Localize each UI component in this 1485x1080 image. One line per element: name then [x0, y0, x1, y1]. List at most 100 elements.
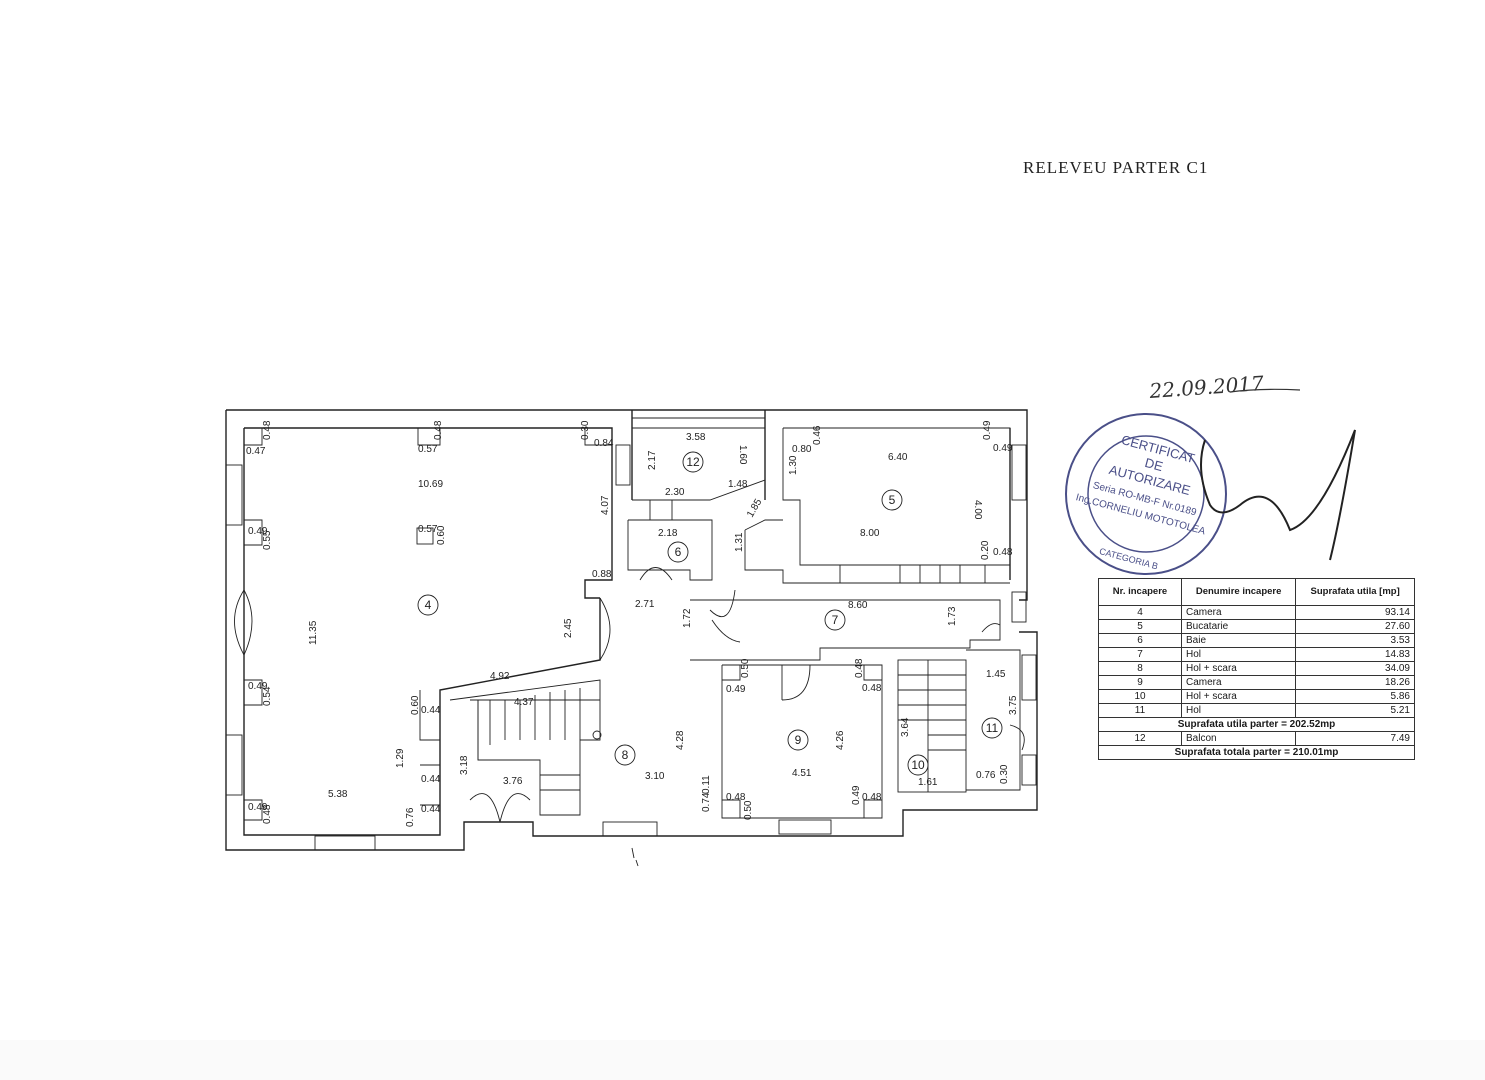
- dim-label: 5.38: [328, 789, 348, 800]
- room-4: [225, 427, 612, 851]
- plan-title: RELEVEU PARTER C1: [1023, 158, 1209, 177]
- dim-label: 0.57: [418, 444, 438, 455]
- dim-label: 3.18: [459, 755, 470, 775]
- dim-label: 0.20: [980, 540, 991, 560]
- dim-label: 0.60: [410, 695, 421, 715]
- room-labels: 12 5 6 4 7 8 9 10 11: [417, 451, 1003, 776]
- dim-label: 1.60: [737, 445, 748, 465]
- dim-label: 0.48: [262, 420, 273, 440]
- dim-label: 0.30: [580, 420, 591, 440]
- room-6-label: 6: [675, 545, 682, 559]
- handwritten-date: 22.09.2017: [1148, 371, 1265, 403]
- room-4-label: 4: [425, 598, 432, 612]
- dim-label: 0.60: [436, 525, 447, 545]
- subtotal-row: Suprafata utila parter = 202.52mp: [1098, 717, 1415, 732]
- room-5-label: 5: [889, 493, 896, 507]
- dim-label: 0.80: [792, 444, 812, 455]
- room-8-stair: [449, 679, 658, 837]
- dim-label: 8.60: [848, 600, 868, 611]
- dim-label: 11.35: [308, 620, 319, 645]
- dim-label: 0.48: [262, 804, 273, 824]
- room-7-hall: [690, 589, 1001, 661]
- dim-label: 0.49: [851, 785, 862, 805]
- dim-label: 0.11: [701, 775, 712, 794]
- dim-label: 4.51: [792, 768, 812, 779]
- dim-label: 2.71: [635, 599, 655, 610]
- header-nr: Nr. incapere: [1098, 578, 1182, 606]
- header-area: Suprafata utila [mp]: [1295, 578, 1415, 606]
- signature: [1200, 429, 1356, 561]
- room-10-11: [897, 649, 1037, 793]
- room-6-bath: [627, 519, 713, 581]
- dim-label: 1.85: [745, 497, 764, 520]
- dim-label: 1.48: [728, 479, 748, 490]
- dim-label: 4.00: [972, 500, 983, 520]
- dim-label: 0.50: [743, 800, 754, 820]
- dim-label: 0.46: [812, 425, 823, 445]
- dim-label: 0.50: [740, 658, 751, 678]
- dim-label: 4.28: [675, 730, 686, 750]
- dim-label: 4.26: [835, 730, 846, 750]
- dim-label: 10.69: [418, 479, 443, 490]
- total-row: Suprafata totala parter = 210.01mp: [1098, 745, 1415, 760]
- dim-label: 0.44: [421, 774, 441, 785]
- dim-label: 0.55: [262, 530, 273, 550]
- room-9-label: 9: [795, 733, 802, 747]
- dim-label: 0.88: [592, 569, 612, 580]
- dim-label: 1.73: [947, 606, 958, 626]
- dim-label: 4.07: [600, 495, 611, 515]
- dim-label: 0.54: [262, 686, 273, 706]
- dim-label: 0.57: [418, 524, 438, 535]
- dim-label: 1.72: [682, 608, 693, 628]
- dim-label: 0.48: [862, 683, 882, 694]
- dim-label: 0.49: [248, 526, 268, 537]
- dim-label: 0.49: [993, 443, 1013, 454]
- dim-label: 0.44: [421, 705, 441, 716]
- room-area-table: Nr. incapere Denumire incapere Suprafata…: [1098, 578, 1415, 760]
- dim-label: 0.49: [982, 420, 993, 440]
- dim-label: 3.10: [645, 771, 665, 782]
- dim-label: 0.48: [854, 658, 865, 678]
- room-10-label: 10: [911, 758, 925, 772]
- dim-label: 3.58: [686, 432, 706, 443]
- dim-label: 4.92: [490, 671, 510, 682]
- stamp-line-2: DE: [1143, 455, 1165, 474]
- dim-label: 2.18: [658, 528, 678, 539]
- room-8-label: 8: [622, 748, 629, 762]
- dim-label: 0.76: [976, 770, 996, 781]
- dim-label: 0.48: [993, 547, 1013, 558]
- outer-walls: [225, 409, 1038, 851]
- dim-label: 0.76: [405, 807, 416, 827]
- dim-label: 2.30: [665, 487, 685, 498]
- dim-label: 0.48: [726, 792, 746, 803]
- dim-label: 8.00: [860, 528, 880, 539]
- dim-label: 2.45: [563, 618, 574, 638]
- dim-label: 1.61: [918, 777, 938, 788]
- scan-edge: [0, 1040, 1485, 1080]
- room-9: [721, 664, 883, 835]
- dimension-labels: 3.58 2.17 1.60 2.30 1.48 6.40 0.80 0.46 …: [246, 420, 1019, 827]
- dim-label: 6.40: [888, 452, 908, 463]
- dim-label: 3.64: [900, 717, 911, 737]
- certification-stamp: CERTIFICAT DE AUTORIZARE Seria RO-MB-F N…: [1065, 413, 1227, 575]
- dim-label: 0.84: [594, 438, 614, 449]
- dim-label: 3.76: [503, 776, 523, 787]
- dim-label: 4.37: [514, 697, 534, 708]
- dim-label: 1.29: [395, 748, 406, 768]
- room-5-kitchen: [744, 427, 1027, 623]
- dim-label: 0.49: [248, 802, 268, 813]
- dim-label: 2.17: [647, 450, 658, 470]
- dim-label: 0.48: [433, 420, 444, 440]
- dim-label: 0.47: [246, 446, 266, 457]
- dim-label: 1.45: [986, 669, 1006, 680]
- room-12-label: 12: [686, 455, 700, 469]
